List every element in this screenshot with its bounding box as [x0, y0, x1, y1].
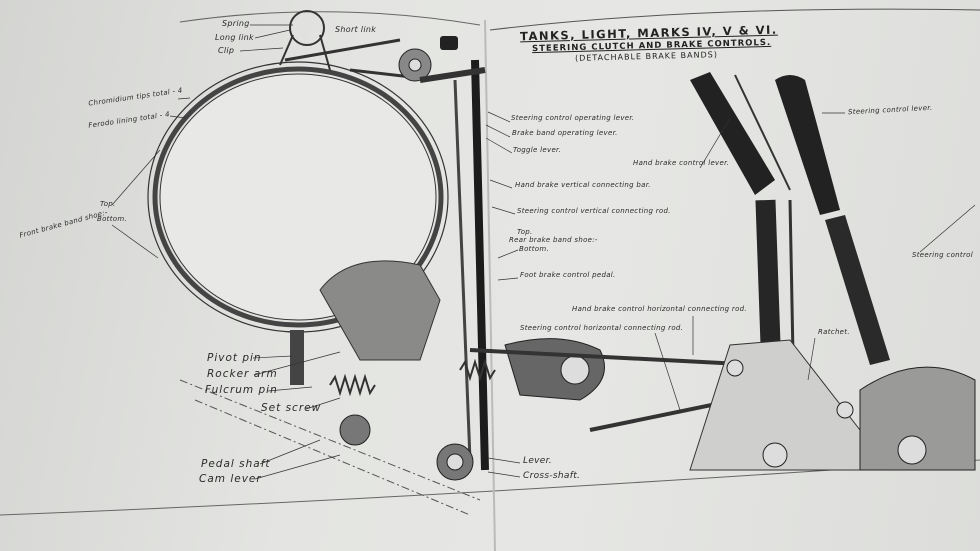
label-ratchet: Ratchet.: [818, 328, 850, 336]
cam-lever-boss: [339, 414, 371, 446]
label-rocker-arm: Rocker arm: [207, 368, 278, 380]
horizontal-rod-lever: [504, 338, 605, 401]
label-short-link: Short link: [335, 25, 377, 34]
label-clip: Clip: [218, 46, 235, 55]
label-spring: Spring: [222, 19, 250, 28]
label-pivot-pin: Pivot pin: [207, 352, 262, 364]
leader-lines: [111, 24, 976, 480]
label-foot-brake-pedal: Foot brake control pedal.: [520, 271, 616, 279]
label-long-link: Long link: [215, 33, 254, 42]
steering-lever-grip: [775, 75, 840, 215]
long-link: [284, 38, 401, 62]
hand-brake-vertical-bar: [471, 59, 489, 471]
hand-brake-horizontal-rod: [469, 348, 761, 367]
frame-line-top-right: [489, 8, 980, 31]
label-steering-operating-lever: Steering control operating lever.: [511, 114, 635, 122]
label-front-bottom: Bottom.: [97, 215, 128, 223]
steering-quadrant: [859, 366, 976, 471]
pedal-housing: [319, 260, 441, 361]
brake-band: [147, 61, 449, 333]
steering-vertical-rod: [453, 79, 472, 461]
label-hand-brake-control-lever: Hand brake control lever.: [633, 159, 730, 167]
frame-line-top-left: [179, 11, 481, 26]
label-cross-shaft: Cross-shaft.: [523, 471, 581, 481]
rocker-springs: [329, 358, 496, 397]
hand-brake-lever-grip: [690, 72, 775, 195]
frame-line-bottom: [0, 459, 980, 516]
label-toggle-lever: Toggle lever.: [513, 146, 562, 154]
adjuster-knob: [440, 36, 458, 50]
label-hand-brake-horizontal-rod: Hand brake control horizontal connecting…: [572, 305, 747, 313]
label-front-top: Top.: [100, 200, 116, 208]
spring: [279, 10, 331, 71]
label-lever: Lever.: [523, 456, 552, 466]
label-hand-brake-vertical-bar: Hand brake vertical connecting bar.: [515, 181, 651, 189]
label-steering-control-cut: Steering control: [912, 251, 973, 259]
label-set-screw: Set screw: [261, 402, 322, 414]
label-pedal-shaft: Pedal shaft: [201, 458, 271, 470]
label-cam-lever: Cam lever: [199, 473, 262, 485]
label-rear-top: Top.: [517, 228, 533, 236]
label-rear-bottom: Bottom.: [519, 245, 550, 253]
pivot-pin: [290, 330, 304, 385]
label-brake-band-operating-lever: Brake band operating lever.: [512, 129, 618, 137]
label-steering-horizontal-rod: Steering control horizontal connecting r…: [520, 324, 684, 332]
label-rear-shoe: Rear brake band shoe:-: [509, 236, 598, 244]
label-steering-vertical-rod: Steering control vertical connecting rod…: [517, 207, 671, 215]
steering-lever-shaft: [825, 215, 890, 365]
page-fold: [484, 19, 496, 551]
label-fulcrum-pin: Fulcrum pin: [205, 384, 278, 396]
